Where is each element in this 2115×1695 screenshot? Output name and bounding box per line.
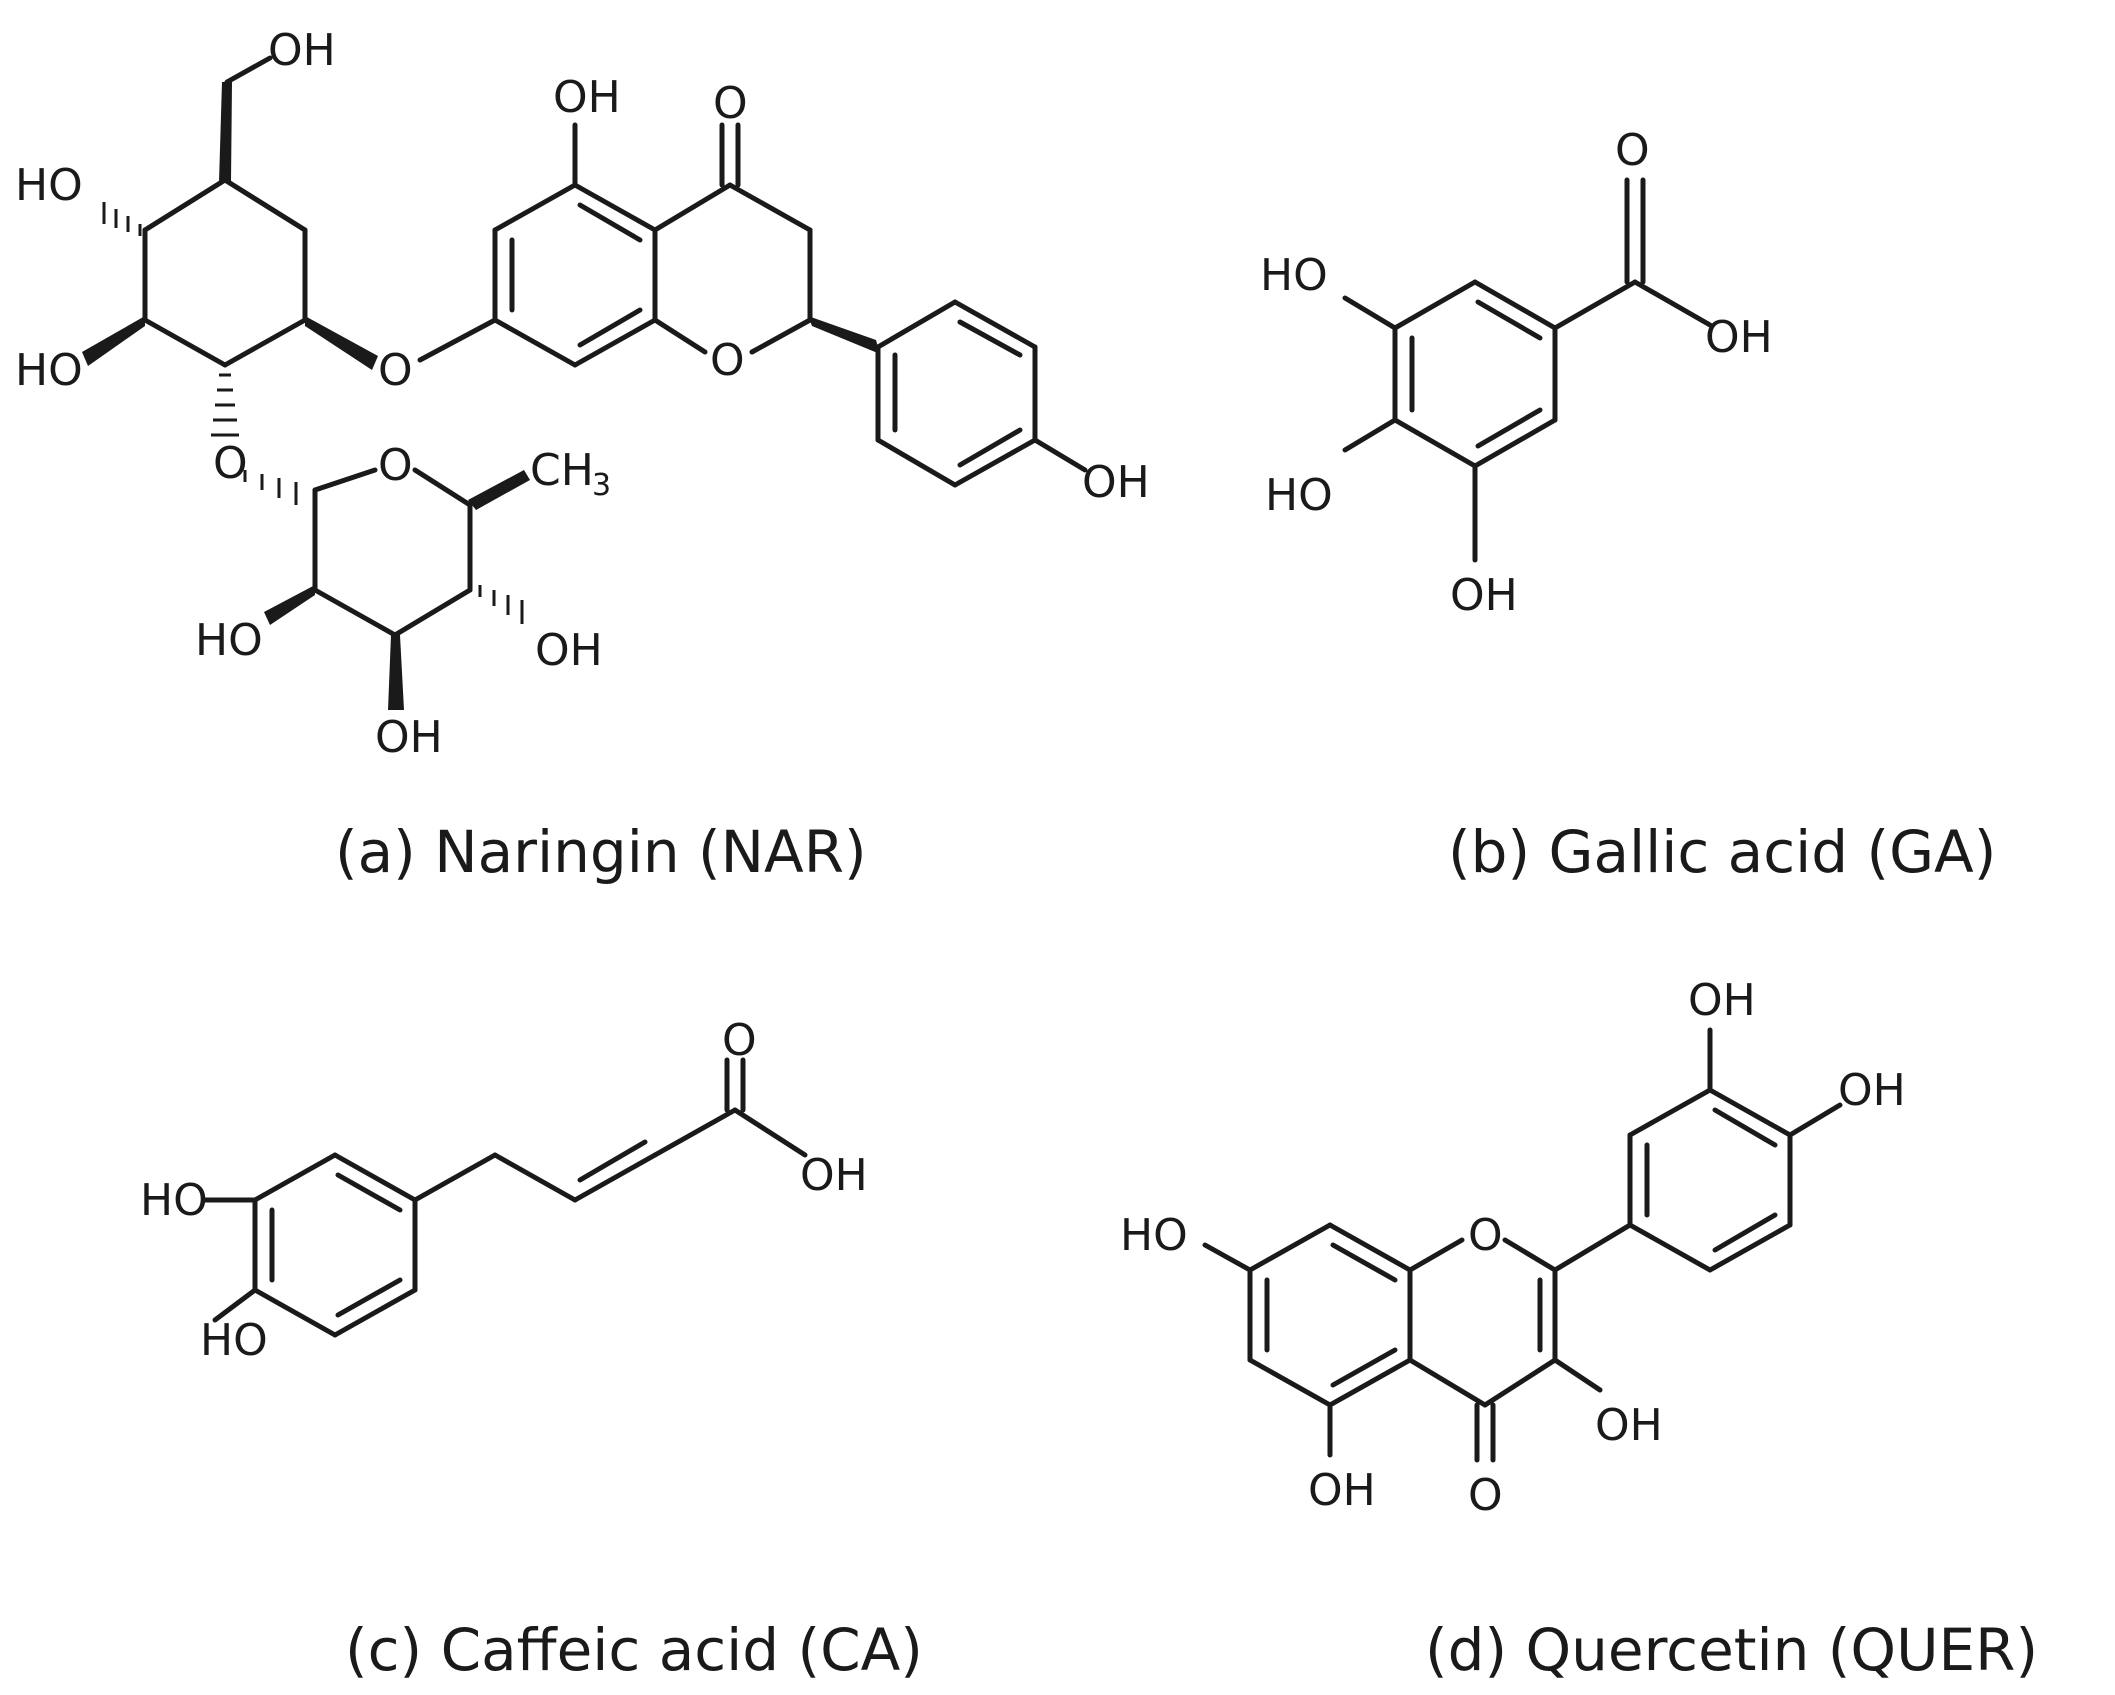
atom-label: OH: [800, 1150, 868, 1201]
atom-label: HO: [140, 1175, 208, 1226]
wedge-bond: [305, 316, 378, 370]
atom-label: HO: [1120, 1210, 1188, 1261]
hash-bond: [478, 585, 524, 624]
atom-label: O: [378, 345, 413, 396]
atom-label: OH: [1308, 1465, 1376, 1516]
hash-bond: [102, 202, 142, 236]
wedge-bond: [264, 585, 315, 625]
atom-label: HO: [195, 615, 263, 666]
caption-naringin: (a) Naringin (NAR): [335, 818, 867, 886]
atom-label: HO: [15, 345, 83, 396]
atom-label: O: [213, 438, 248, 489]
caption-gallic-acid: (b) Gallic acid (GA): [1448, 818, 1996, 886]
atom-label: OH: [1838, 1065, 1906, 1116]
atom-label: 3: [592, 468, 611, 503]
atom-label: O: [1468, 1210, 1503, 1261]
atom-label: HO: [15, 160, 83, 211]
atom-label: O: [378, 440, 413, 491]
atom-label: O: [713, 78, 748, 129]
quercetin-structure: OH OH O HO OH OH O: [1120, 975, 1906, 1521]
atom-label: O: [710, 335, 745, 386]
wedge-bond: [388, 635, 404, 710]
atom-label: OH: [375, 712, 443, 763]
atom-label: HO: [200, 1315, 268, 1366]
caption-caffeic-acid: (c) Caffeic acid (CA): [345, 1616, 923, 1684]
caption-quercetin: (d) Quercetin (QUER): [1425, 1616, 2038, 1684]
atom-label: OH: [1450, 570, 1518, 621]
atom-label: OH: [553, 72, 621, 123]
atom-label: OH: [268, 25, 336, 76]
hash-bond: [211, 373, 239, 437]
atom-label: OH: [1595, 1400, 1663, 1451]
wedge-bond: [808, 316, 880, 354]
wedge-bond: [219, 82, 232, 182]
hash-bond: [243, 470, 298, 505]
atom-label: HO: [1265, 470, 1333, 521]
atom-label: OH: [535, 625, 603, 676]
gallic-acid-structure: O OH HO HO OH: [1260, 125, 1773, 621]
atom-label: O: [722, 1015, 757, 1066]
atom-label: O: [1615, 125, 1650, 176]
atom-label: O: [1468, 1470, 1503, 1521]
atom-label: OH: [1688, 975, 1756, 1026]
wedge-bond: [468, 470, 530, 510]
atom-label: OH: [1705, 312, 1773, 363]
naringin-structure: OH HO HO O O O CH 3 HO OH OH OH O O OH: [15, 25, 1150, 763]
caffeic-acid-structure: O OH HO HO: [140, 1015, 868, 1366]
atom-label: OH: [1082, 457, 1150, 508]
atom-label: CH: [530, 445, 594, 496]
atom-label: HO: [1260, 250, 1328, 301]
wedge-bond: [82, 316, 145, 366]
